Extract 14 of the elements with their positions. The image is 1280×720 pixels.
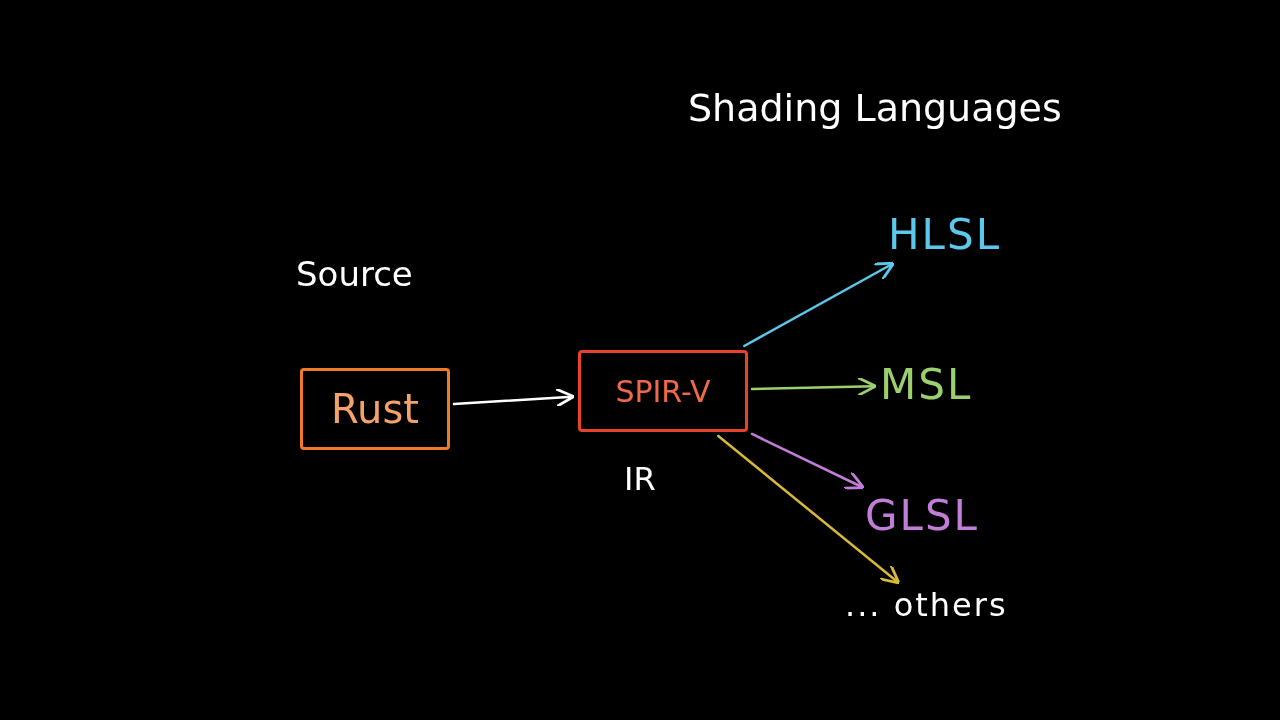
label-text: Shading Languages	[688, 88, 1062, 130]
language-name: HLSL	[888, 212, 1002, 259]
arrow	[452, 387, 576, 408]
arrow	[750, 376, 878, 397]
arrow	[717, 434, 901, 585]
arrow	[750, 432, 865, 490]
language-name: ... others	[845, 588, 1008, 624]
language-box: SPIR-V	[578, 350, 748, 432]
language-name: GLSL	[865, 493, 979, 540]
language-box: Rust	[300, 368, 450, 450]
label-text: IR	[624, 462, 656, 498]
arrow	[742, 261, 896, 348]
language-name: MSL	[880, 362, 973, 409]
label-text: Source	[296, 256, 413, 294]
